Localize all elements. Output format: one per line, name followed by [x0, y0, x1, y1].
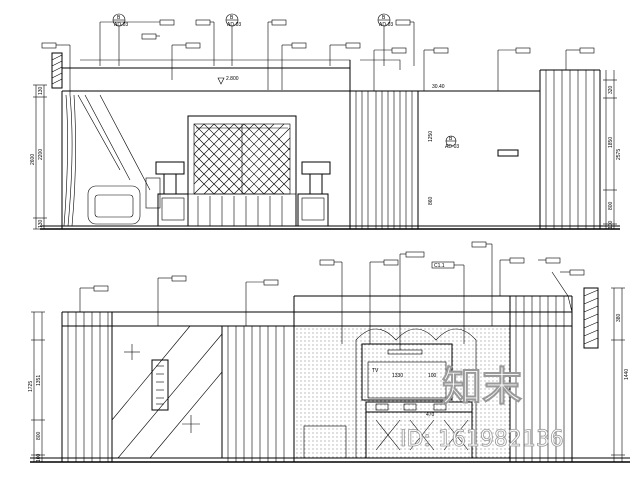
svg-text:B: B: [230, 15, 234, 21]
svg-text:AD-03: AD-03: [379, 22, 393, 28]
watermark-id: ID: 161982136: [400, 427, 564, 452]
right-dim-base: 100: [608, 220, 614, 229]
watermark-brand: 知末: [442, 364, 522, 410]
tv-width-dim: 1330: [392, 373, 403, 379]
right-dim-low: 800: [608, 201, 614, 210]
mid-dim-upper: 1250: [428, 131, 434, 142]
right-dim-mid: 1850: [608, 137, 614, 148]
b-right-dim-top: 380: [616, 313, 622, 322]
svg-text:B: B: [117, 15, 121, 21]
switch-plate: [497, 149, 519, 157]
tv-cabinet: TV 1330 100 470: [361, 343, 473, 459]
section-callout-2: B AD-03: [225, 13, 241, 66]
cabinet-bottom-dim: 470: [426, 412, 435, 418]
tv-label: TV: [372, 368, 379, 374]
watermark: 知末 ID: 161982136: [400, 364, 565, 453]
svg-text:2.800: 2.800: [226, 76, 239, 82]
svg-text:AD-03: AD-03: [114, 22, 128, 28]
elevation-b: 1725 1351 800 100: [28, 241, 630, 463]
svg-text:B: B: [449, 136, 453, 142]
left-dim-total: 2600: [30, 154, 36, 165]
note-label: 30.40: [432, 84, 445, 90]
level-mark: 2.800: [217, 76, 239, 85]
mid-dim-lower: 860: [428, 196, 434, 205]
b-left-dim-low: 800: [36, 431, 42, 440]
b-left-dim-total: 1725: [28, 381, 34, 392]
section-callout-3: B AD-03: [377, 13, 393, 66]
svg-text:B: B: [382, 15, 386, 21]
section-callout-1: B AD-03: [112, 13, 128, 66]
tag-c1-1: C1.1: [434, 263, 445, 269]
left-dim-bottom: 130: [38, 219, 44, 228]
left-dim-wall: 2200: [38, 149, 44, 160]
right-dim-total: 2575: [616, 149, 622, 160]
left-dim-top: 130: [38, 86, 44, 95]
elevation-a: 2600 2200 130 130: [30, 13, 622, 230]
b-left-dim-mid: 1351: [36, 375, 42, 386]
leader-tags-b: [79, 241, 585, 350]
svg-text:AD-03: AD-03: [445, 144, 459, 150]
tv-side-dim: 100: [428, 373, 437, 379]
svg-text:AD-03: AD-03: [227, 22, 241, 28]
leader-tags-a: [41, 19, 595, 95]
b-left-dim-base: 100: [36, 453, 42, 462]
b-right-dim-main: 1440: [624, 369, 630, 380]
wall-sconce: [151, 359, 169, 411]
right-dim-top: 320: [608, 85, 614, 94]
wall-section-tag: B AD-03: [445, 135, 459, 150]
